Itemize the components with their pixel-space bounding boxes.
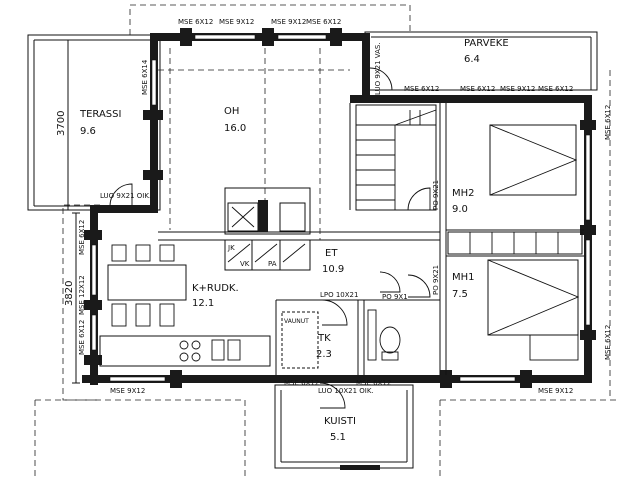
- window-label-top-4: MSE 6X12: [306, 18, 341, 26]
- window-label-mid-4: MSE 6X12: [538, 85, 573, 93]
- window-label-bot-4: MSE 9X12: [538, 387, 573, 395]
- interior-walls: [158, 103, 584, 375]
- porch: [274, 384, 414, 470]
- window-label-bot-3: MSE 6X12: [356, 379, 391, 387]
- window-label-mid-2: MSE 6X12: [460, 85, 495, 93]
- room-krudk-name: K+RUDK.: [192, 283, 239, 294]
- fixture-label-jk: JK: [227, 244, 235, 252]
- room-tk-name: TK: [317, 333, 331, 344]
- room-mh2-area: 9.0: [452, 204, 468, 215]
- laundry-block: [224, 239, 311, 271]
- fixture-label-vk: VK: [240, 260, 250, 268]
- wardrobe-storage: [281, 311, 319, 369]
- room-parveke-name: PARVEKE: [464, 38, 509, 49]
- door-label-mh1: PO 9X21: [432, 265, 440, 295]
- window-label-top-3: MSE 9X12: [271, 18, 306, 26]
- room-mh1-name: MH1: [452, 272, 475, 283]
- room-tk-area: 2.3: [316, 349, 332, 360]
- wc-fixtures: [367, 309, 401, 361]
- bedroom-furniture: [447, 124, 583, 361]
- window-label-bot-2: MSE 6X12: [284, 379, 319, 387]
- exterior-walls: [82, 28, 596, 388]
- staircase: [355, 104, 437, 211]
- roof-outline: [34, 4, 620, 480]
- room-terassi-name: TERASSI: [79, 109, 121, 120]
- room-krudk-area: 12.1: [192, 298, 214, 309]
- kitchen-furniture: [99, 244, 271, 367]
- room-et-area: 10.9: [322, 264, 344, 275]
- window-label-left-oh: MSE 6X14: [141, 59, 149, 95]
- room-parveke-area: 6.4: [464, 54, 480, 65]
- window-label-mid-3: MSE 9X12: [500, 85, 535, 93]
- window-label-top-1: MSE 6X12: [178, 18, 213, 26]
- door-label-terassi: LUO 9X21 OIK.: [100, 192, 151, 200]
- window-label-right-mh1: MSE 6X12: [604, 325, 612, 360]
- dimension-label-bottom: 3820: [64, 281, 75, 306]
- window-label-left-k2: MSE 12X12: [78, 275, 86, 315]
- room-mh2-name: MH2: [452, 188, 475, 199]
- fireplace: [224, 187, 311, 235]
- room-terassi-area: 9.6: [80, 126, 96, 137]
- room-oh-name: OH: [224, 106, 239, 117]
- doors: [109, 67, 431, 409]
- window-label-left-k3: MSE 6X12: [78, 320, 86, 355]
- door-label-mh2: PO 9X21: [432, 180, 440, 210]
- window-label-top-2: MSE 9X12: [219, 18, 254, 26]
- window-label-left-k1: MSE 6X12: [78, 220, 86, 255]
- dimension-label-top: 3700: [56, 111, 67, 136]
- windows: [91, 34, 591, 382]
- fixture-label-pa: PA: [268, 260, 277, 268]
- window-label-mid-1: MSE 6X12: [404, 85, 439, 93]
- room-kuisti-name: KUISTI: [324, 416, 356, 427]
- window-label-bot-1: MSE 9X12: [110, 387, 145, 395]
- room-mh1-area: 7.5: [452, 289, 468, 300]
- door-label-kuisti: LUO 10X21 OIK.: [318, 387, 374, 395]
- window-label-right-mh2: MSE 6X12: [604, 105, 612, 140]
- door-label-wc: PO 9X1: [382, 293, 408, 301]
- fixture-label-vaunut: VAUNUT: [284, 318, 309, 325]
- beam-lines: [158, 48, 350, 240]
- door-label-tk: LPO 10X21: [320, 291, 358, 299]
- door-label-parveke: LUO 9X21 VAS.: [374, 42, 382, 95]
- room-kuisti-area: 5.1: [330, 432, 346, 443]
- room-et-name: ET: [325, 248, 338, 259]
- room-oh-area: 16.0: [224, 123, 246, 134]
- dimension-lines: [64, 39, 80, 384]
